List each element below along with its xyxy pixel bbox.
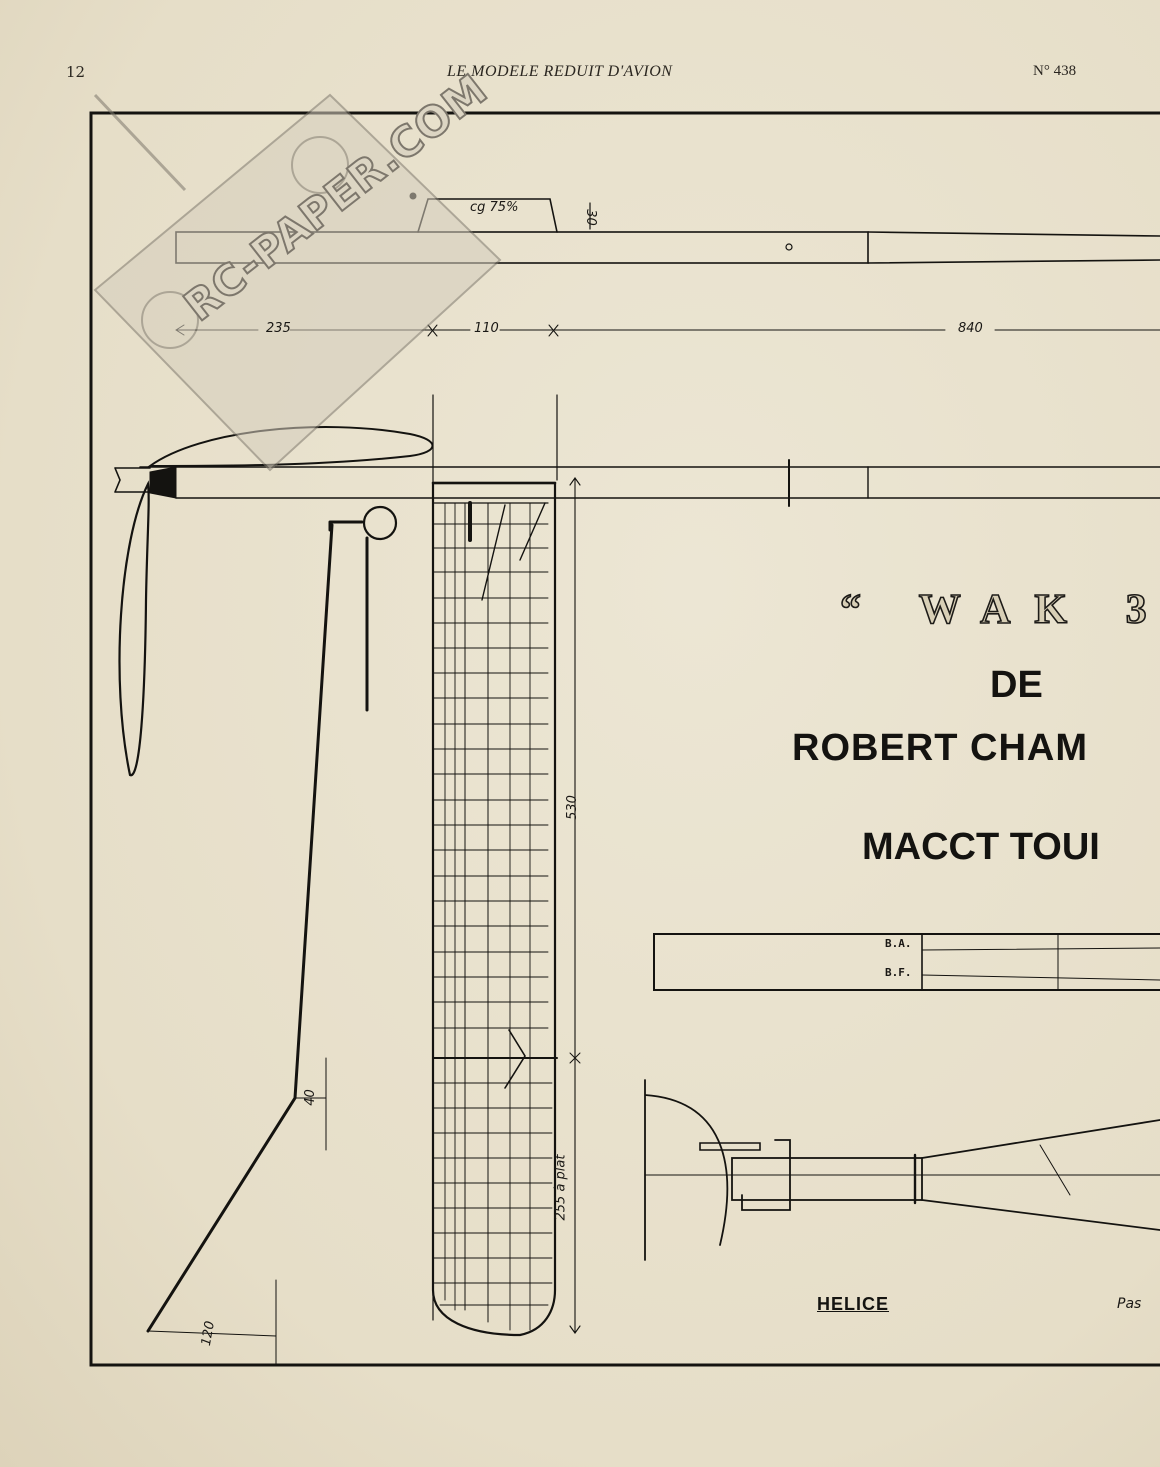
trailing-edge-label: B.F.	[885, 966, 912, 979]
watermark-transmitter	[93, 93, 502, 472]
issue-number: N° 438	[1033, 63, 1077, 79]
wing-span-label: 530	[564, 795, 580, 820]
height-label: 30	[582, 209, 598, 226]
plan-frame	[89, 111, 1160, 1367]
dimension-235: 235	[266, 321, 291, 336]
journal-title: LE MODELE REDUIT D'AVION	[447, 63, 673, 80]
wing-tip-label: 255 à plat	[553, 1154, 569, 1221]
dimension-110: 110	[474, 321, 499, 336]
rib-template	[653, 933, 1160, 991]
propeller-hub-view	[644, 1079, 1160, 1261]
fin-front-view	[146, 505, 398, 1366]
dihedral-label: 40	[302, 1089, 318, 1106]
plan-title-wak: “ WAK 3	[839, 586, 1160, 634]
cg-label: cg 75%	[470, 200, 519, 215]
plan-title-de: DE	[990, 664, 1043, 706]
plan-club: MACCT TOUI	[862, 826, 1100, 868]
page-number: 12	[66, 63, 86, 81]
propeller-label: HELICE	[817, 1294, 890, 1314]
dimension-840: 840	[958, 321, 983, 336]
wing-ribs	[432, 502, 553, 1331]
leading-edge-label: B.A.	[885, 937, 912, 950]
pitch-label: Pas	[1117, 1296, 1142, 1312]
plan-author: ROBERT CHAM	[792, 727, 1088, 769]
wing-planform	[431, 477, 581, 1337]
